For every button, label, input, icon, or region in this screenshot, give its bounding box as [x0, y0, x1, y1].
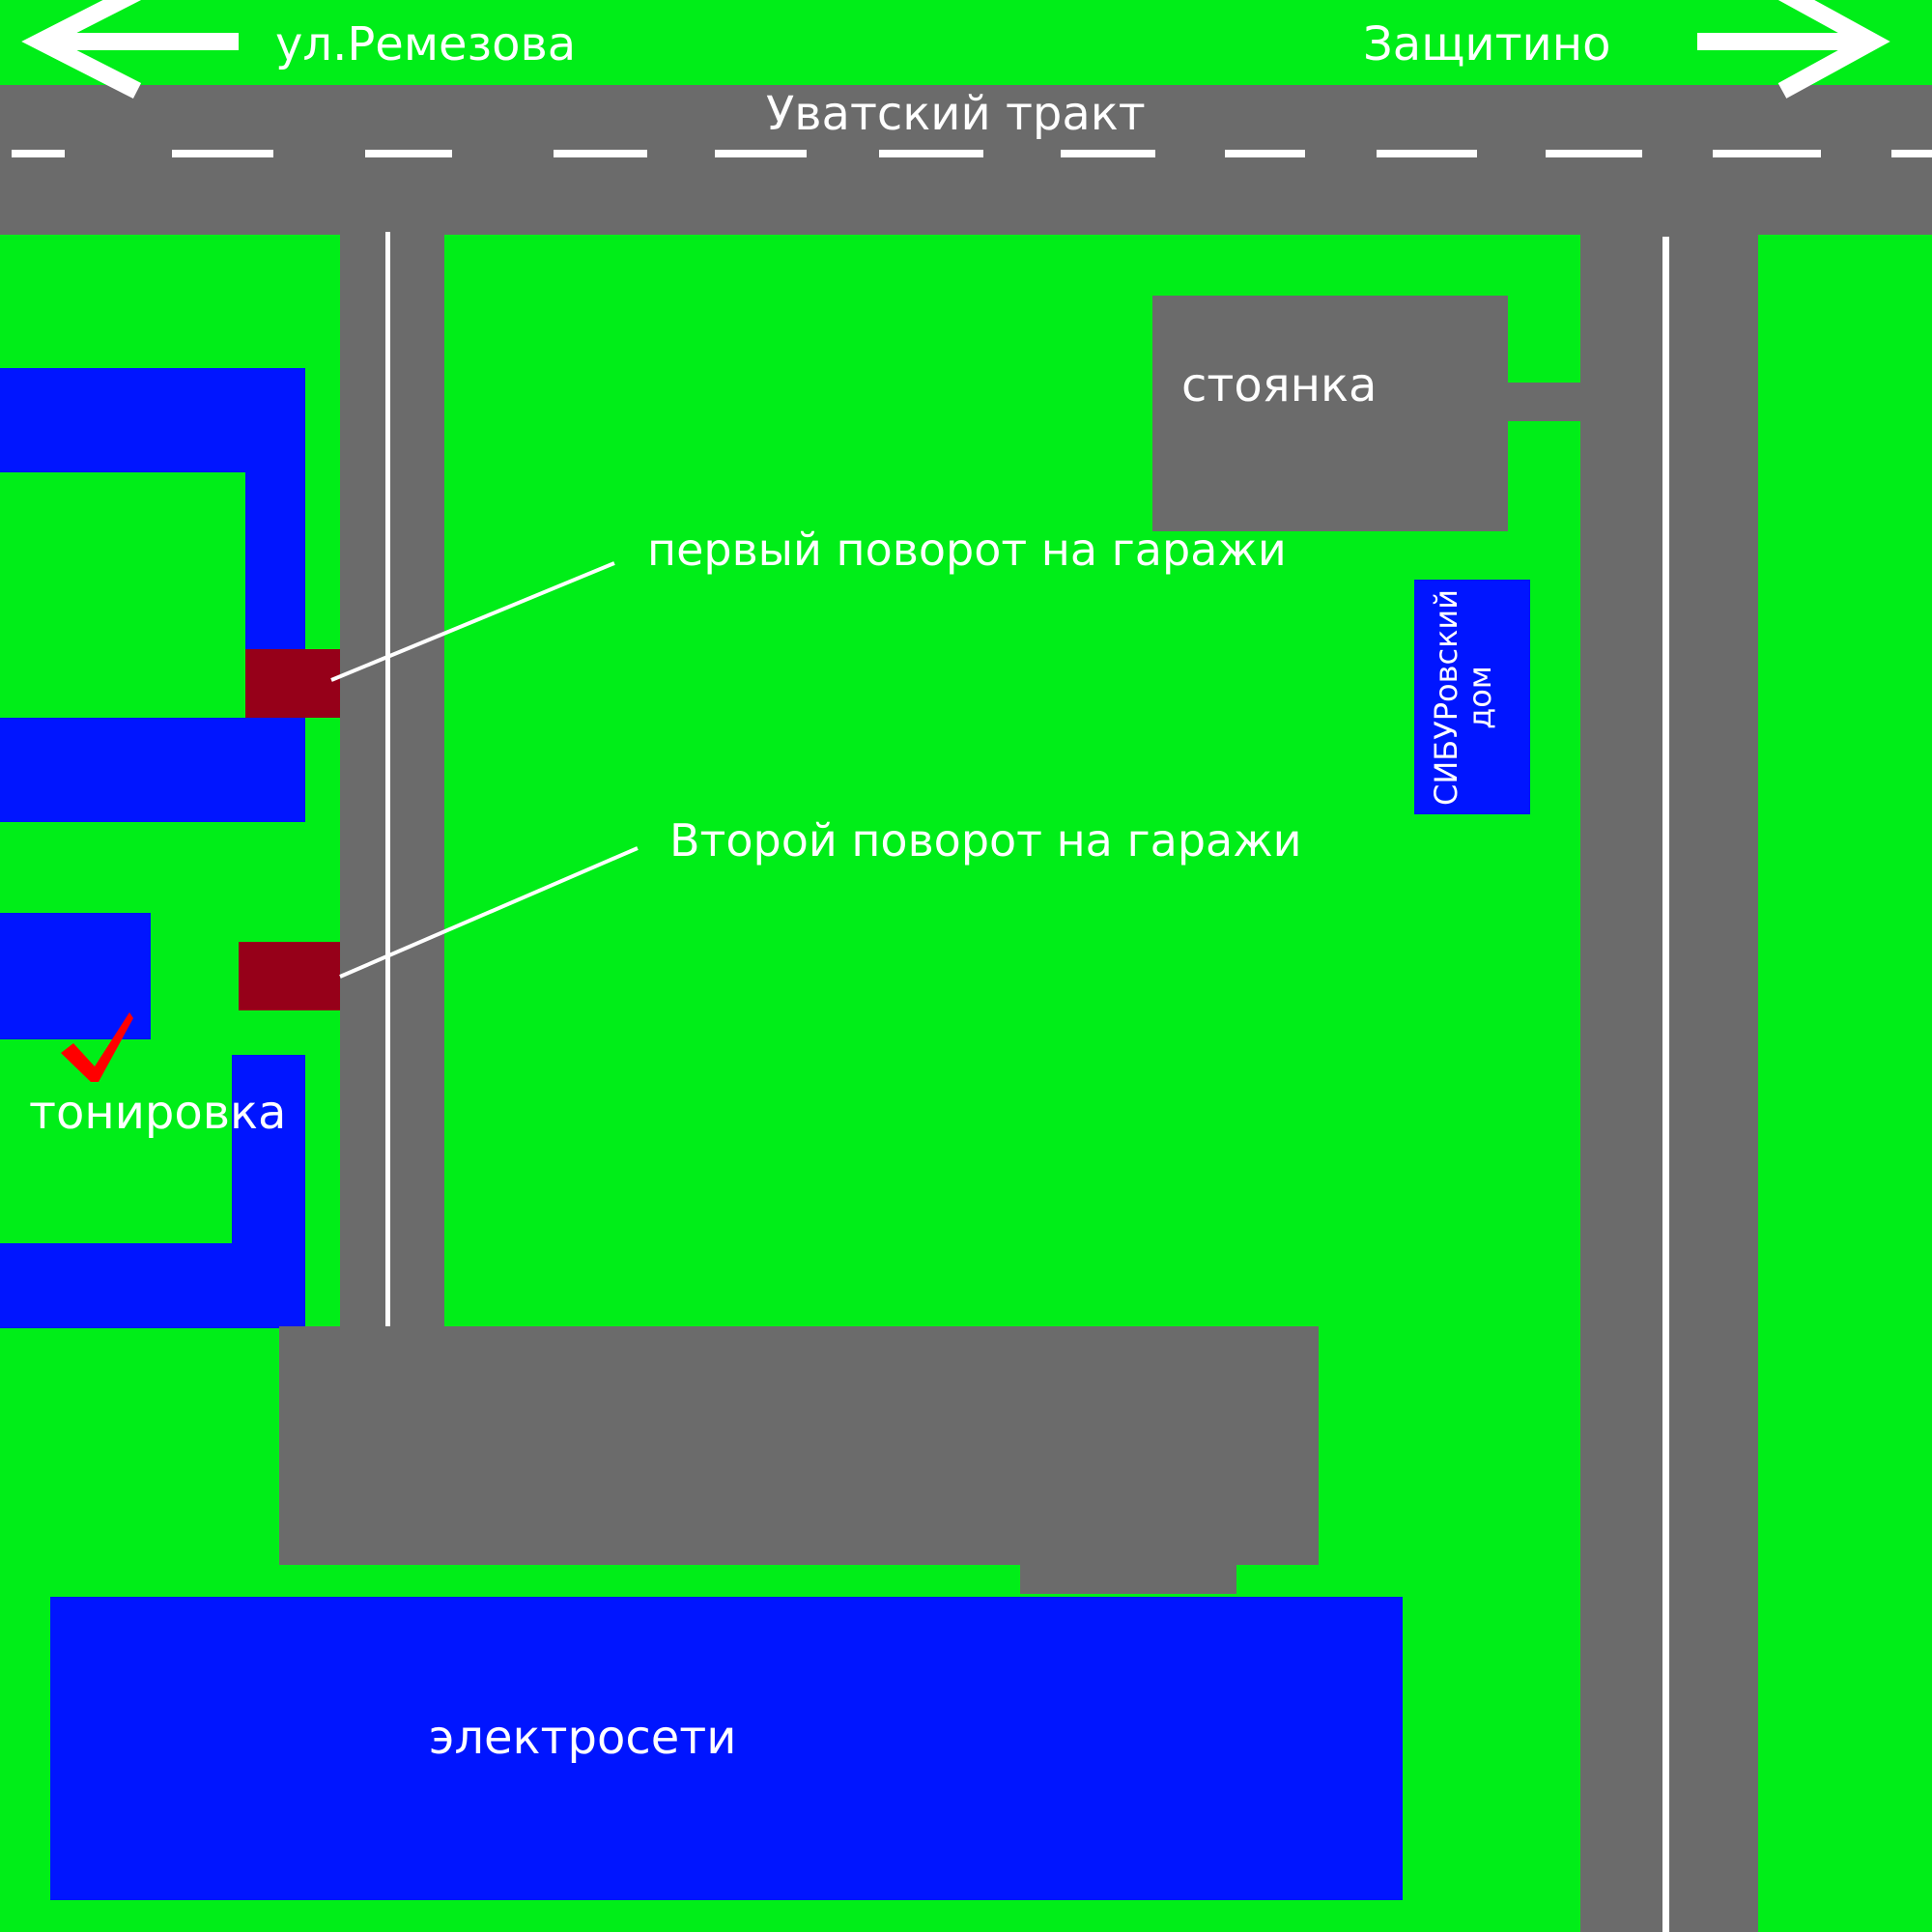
- arrow-left-icon: [21, 0, 239, 99]
- parking-lot-driveway: [1508, 383, 1585, 421]
- sibur-house-label-line1: СИБУРовский: [1428, 589, 1464, 806]
- paved-area-driveway: [1020, 1563, 1236, 1594]
- garage-block-small: [0, 913, 151, 1039]
- right-side-road-center-line: [1662, 237, 1669, 1932]
- parking-lot-label: стоянка: [1181, 358, 1377, 412]
- main-road-label: Уватский тракт: [766, 87, 1146, 141]
- first-turn-callout-line: [330, 561, 615, 682]
- direction-right-label: Защитино: [1363, 17, 1611, 71]
- sibur-house-label-line2: дом: [1462, 666, 1498, 729]
- main-road: [0, 85, 1932, 235]
- garage-block-upper: [0, 368, 305, 822]
- direction-left-label: ул.Ремезова: [275, 17, 576, 71]
- garage-access-road-center-line: [385, 232, 390, 1330]
- paved-area: [279, 1326, 1319, 1565]
- second-turn-callout-line: [339, 846, 639, 979]
- first-garage-turn-marker: [245, 649, 340, 718]
- checkmark-icon: [61, 1012, 133, 1082]
- sibur-house-label: СИБУРовский дом: [1428, 589, 1498, 806]
- arrow-right-icon: [1697, 0, 1890, 99]
- second-turn-callout-label: Второй поворот на гаражи: [669, 814, 1302, 867]
- tinting-label: тонировка: [29, 1086, 286, 1140]
- main-road-center-line: [12, 150, 1932, 157]
- garage-block-lower: [0, 1055, 305, 1328]
- sibur-house: [1414, 580, 1530, 814]
- first-turn-callout-label: первый поворот на гаражи: [647, 524, 1287, 576]
- parking-lot: [1152, 296, 1508, 531]
- power-grid-building: [50, 1597, 1403, 1900]
- power-grid-label: электросети: [429, 1711, 736, 1765]
- garage-access-road: [340, 232, 444, 1328]
- second-garage-turn-marker: [239, 942, 340, 1010]
